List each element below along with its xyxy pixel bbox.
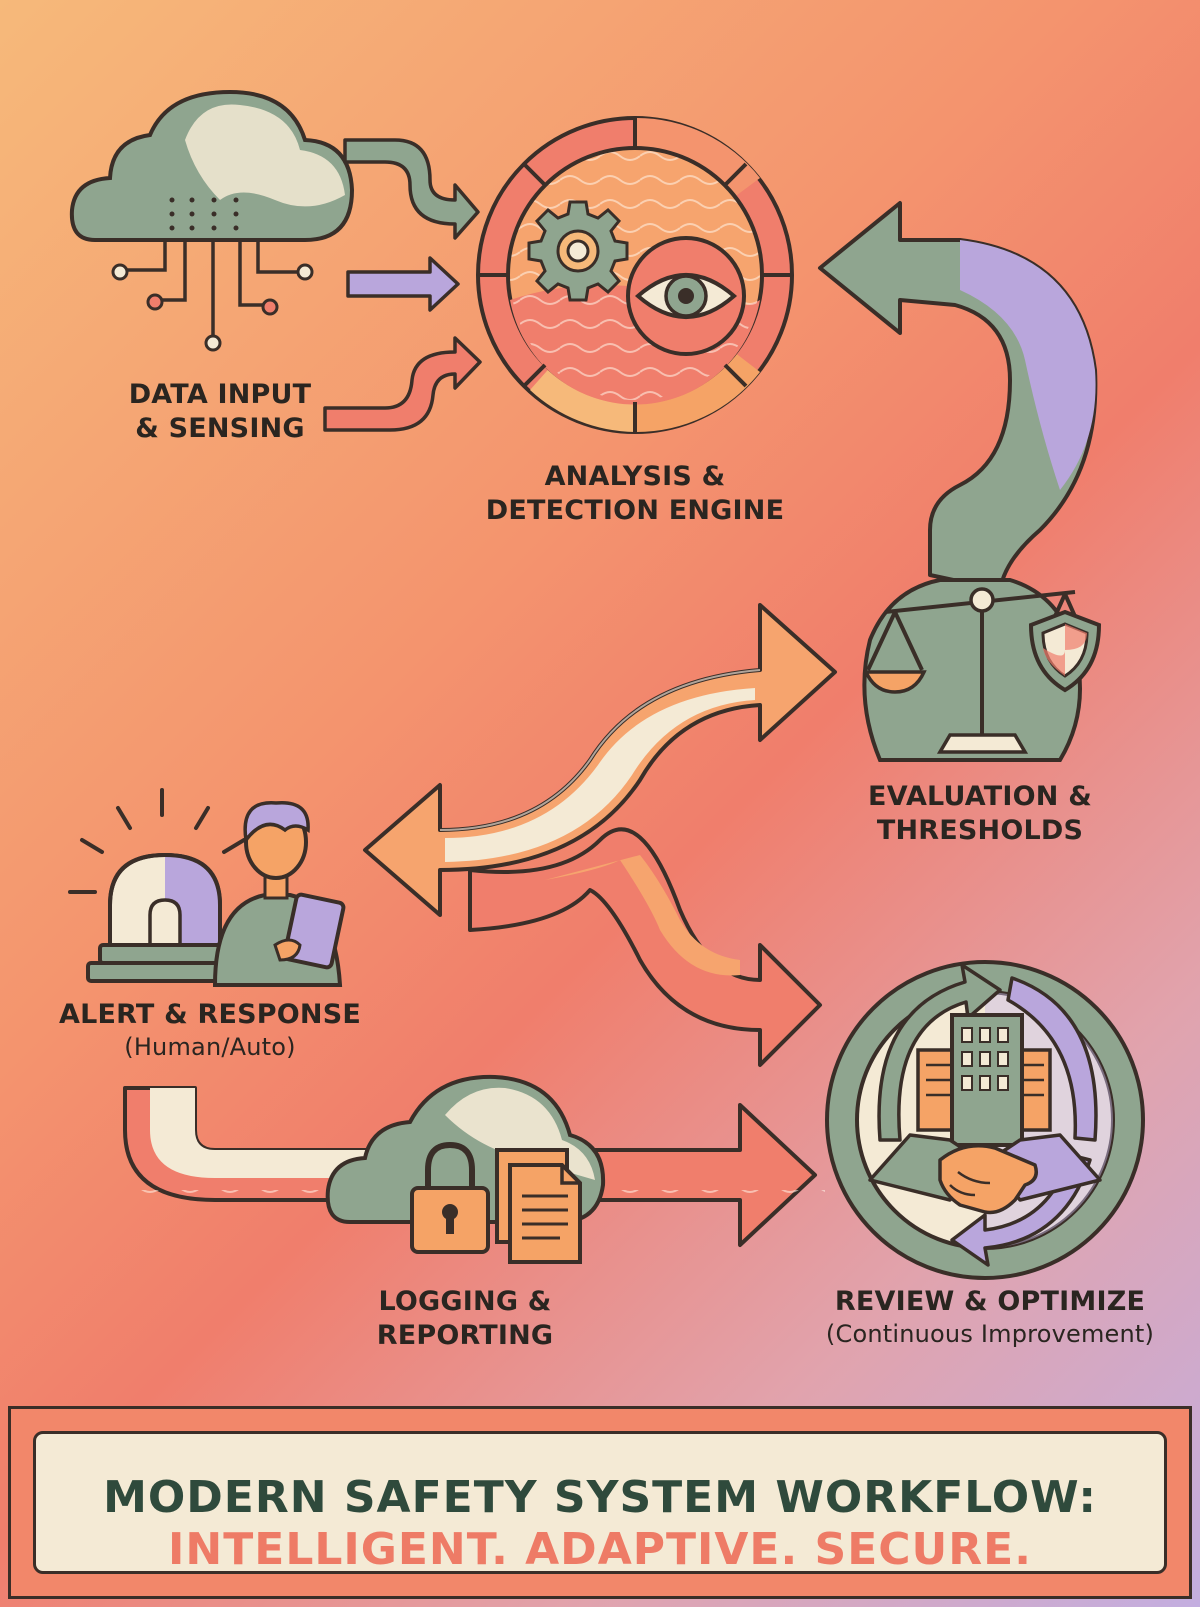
stage-label-line: REVIEW & OPTIMIZE	[834, 1286, 1146, 1317]
banner-title: MODERN SAFETY SYSTEM WORKFLOW:	[103, 1472, 1097, 1523]
cloud-sensor-icon	[69, 89, 355, 352]
padlock-icon	[410, 1141, 490, 1254]
stage-label-line: & SENSING	[135, 413, 305, 444]
stage-label-logging: LOGGING & REPORTING	[355, 1285, 575, 1353]
stage-label-line: ALERT & RESPONSE	[59, 999, 361, 1030]
stage-label-line: THRESHOLDS	[876, 815, 1084, 846]
stage-label-evaluation: EVALUATION & THRESHOLDS	[860, 780, 1100, 848]
stage-label-line: DATA INPUT	[128, 379, 312, 410]
shield-icon	[1028, 609, 1102, 693]
eye-icon	[626, 236, 746, 356]
stage-label-line: LOGGING &	[378, 1286, 552, 1317]
person-tablet-icon	[212, 801, 346, 987]
stage-label-review: REVIEW & OPTIMIZE (Continuous Improvemen…	[800, 1285, 1180, 1349]
return-arrow-to-engine	[818, 201, 1098, 592]
branch-arrows	[363, 603, 837, 1067]
gear-icon	[527, 200, 629, 302]
building-icon	[916, 1013, 1052, 1147]
stage-label-line: REPORTING	[376, 1320, 554, 1351]
scales-icon	[862, 578, 1092, 762]
title-banner-panel: MODERN SAFETY SYSTEM WORKFLOW: INTELLIGE…	[33, 1431, 1167, 1575]
input-arrows	[323, 138, 482, 432]
title-banner: MODERN SAFETY SYSTEM WORKFLOW: INTELLIGE…	[8, 1406, 1192, 1599]
banner-tagline: INTELLIGENT. ADAPTIVE. SECURE.	[168, 1524, 1032, 1575]
stage-label-subtitle: (Continuous Improvement)	[825, 1320, 1155, 1348]
alarm-beacon-icon	[68, 788, 246, 983]
stage-label-data-input: DATA INPUT & SENSING	[110, 378, 330, 446]
handshake-icon	[868, 1133, 1102, 1215]
stage-label-analysis: ANALYSIS & DETECTION ENGINE	[480, 460, 790, 528]
stage-label-line: DETECTION ENGINE	[485, 495, 785, 526]
stage-label-line: EVALUATION &	[868, 781, 1092, 812]
stage-label-alert: ALERT & RESPONSE (Human/Auto)	[55, 998, 365, 1062]
document-icon	[495, 1148, 582, 1264]
stage-label-subtitle: (Human/Auto)	[124, 1033, 296, 1061]
stage-label-line: ANALYSIS &	[544, 461, 726, 492]
